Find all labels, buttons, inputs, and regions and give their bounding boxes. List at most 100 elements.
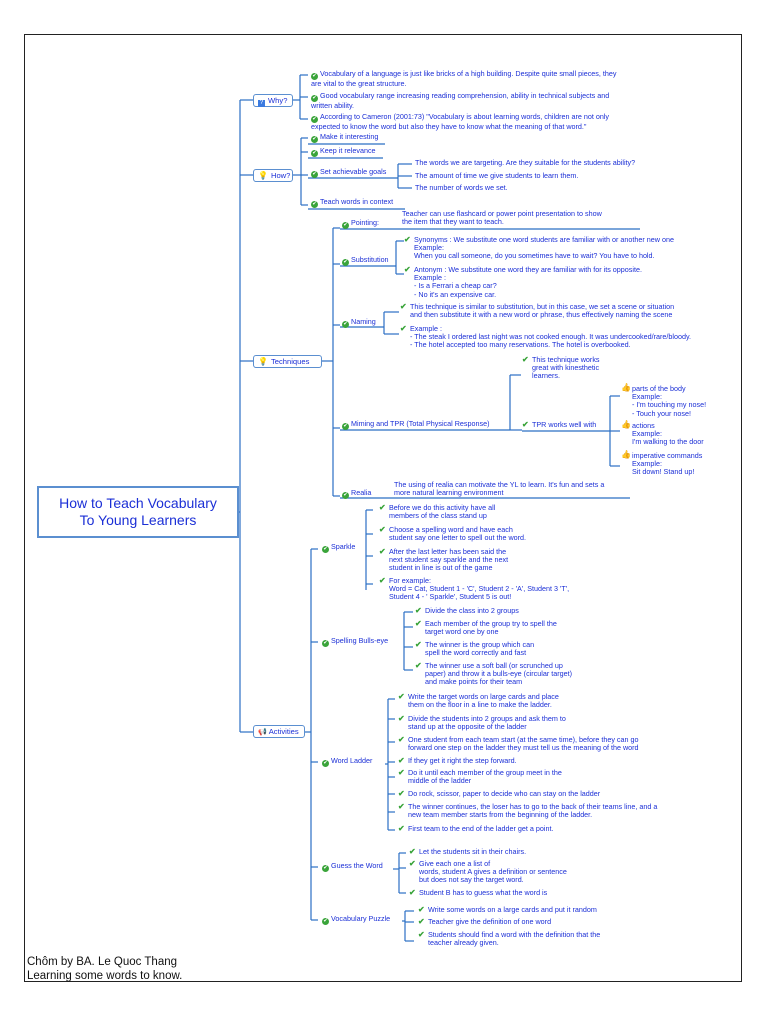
check-mark-icon: ✔ bbox=[415, 606, 422, 615]
check-mark-icon: ✔ bbox=[400, 302, 407, 311]
guess-item: ✔Student B has to guess what the word is bbox=[409, 888, 548, 897]
puzzle-item: ✔Students should find a word with the de… bbox=[418, 930, 601, 948]
goal-item: The number of words we set. bbox=[415, 183, 508, 192]
check-mark-icon: ✔ bbox=[418, 905, 425, 914]
how-item: ✔Make it interesting bbox=[311, 132, 379, 143]
check-circle-icon: ✔ bbox=[342, 321, 349, 328]
megaphone-icon: 📢 bbox=[258, 729, 267, 736]
branch-techniques-label: Techniques bbox=[270, 357, 310, 366]
check-mark-icon: ✔ bbox=[409, 859, 416, 868]
check-mark-icon: ✔ bbox=[398, 824, 405, 833]
check-mark-icon: ✔ bbox=[415, 661, 422, 670]
bullseye-item: ✔The winner is the group which can spell… bbox=[415, 640, 535, 658]
check-mark-icon: ✔ bbox=[404, 265, 411, 274]
sparkle-item: ✔Choose a spelling word and have each st… bbox=[379, 525, 527, 543]
check-mark-icon: ✔ bbox=[418, 917, 425, 926]
technique-substitution[interactable]: ✔Substitution bbox=[342, 255, 389, 266]
check-mark-icon: ✔ bbox=[409, 888, 416, 897]
page-frame bbox=[24, 34, 742, 982]
check-mark-icon: ✔ bbox=[522, 420, 529, 429]
check-circle-icon: ✔ bbox=[311, 201, 318, 208]
ladder-item: ✔First team to the end of the ladder get… bbox=[398, 824, 554, 833]
thumbs-up-icon: 👍 bbox=[621, 420, 631, 429]
check-mark-icon: ✔ bbox=[409, 847, 416, 856]
lightbulb-icon: 💡 bbox=[258, 357, 268, 366]
check-mark-icon: ✔ bbox=[398, 714, 405, 723]
goal-item: The words we are targeting. Are they sui… bbox=[415, 158, 636, 167]
check-mark-icon: ✔ bbox=[522, 355, 529, 364]
check-mark-icon: ✔ bbox=[379, 503, 386, 512]
activity-vocab-puzzle[interactable]: ✔Vocabulary Puzzle bbox=[322, 914, 391, 925]
why-item: ✔Vocabulary of a language is just like b… bbox=[311, 69, 617, 88]
branch-how-label: How? bbox=[270, 171, 291, 180]
sparkle-item: ✔Before we do this activity have all mem… bbox=[379, 503, 496, 521]
sparkle-item: ✔After the last letter has been said the… bbox=[379, 547, 509, 573]
check-circle-icon: ✔ bbox=[311, 95, 318, 102]
bullseye-item: ✔Each member of the group try to spell t… bbox=[415, 619, 557, 637]
check-circle-icon: ✔ bbox=[342, 423, 349, 430]
ladder-item: ✔Write the target words on large cards a… bbox=[398, 692, 559, 710]
check-circle-icon: ✔ bbox=[311, 73, 318, 80]
check-mark-icon: ✔ bbox=[398, 768, 405, 777]
ladder-item: ✔Do it until each member of the group me… bbox=[398, 768, 562, 786]
check-circle-icon: ✔ bbox=[342, 259, 349, 266]
check-mark-icon: ✔ bbox=[400, 324, 407, 333]
branch-why[interactable]: ?Why? bbox=[253, 94, 293, 107]
guess-item: ✔Give each one a list of words, student … bbox=[409, 859, 567, 885]
check-circle-icon: ✔ bbox=[322, 640, 329, 647]
realia-text: The using of realia can motivate the YL … bbox=[394, 480, 605, 498]
thumbs-up-icon: 👍 bbox=[621, 450, 631, 459]
check-mark-icon: ✔ bbox=[415, 619, 422, 628]
puzzle-item: ✔Teacher give the definition of one word bbox=[418, 917, 552, 926]
how-item: ✔Teach words in context bbox=[311, 197, 394, 208]
branch-activities[interactable]: 📢Activities bbox=[253, 725, 305, 738]
activity-sparkle[interactable]: ✔Sparkle bbox=[322, 542, 356, 553]
technique-miming[interactable]: ✔Miming and TPR (Total Physical Response… bbox=[342, 419, 490, 430]
branch-how[interactable]: 💡How? bbox=[253, 169, 293, 182]
check-circle-icon: ✔ bbox=[322, 865, 329, 872]
check-mark-icon: ✔ bbox=[418, 930, 425, 939]
branch-activities-label: Activities bbox=[268, 727, 299, 736]
tpr-label: ✔TPR works well with bbox=[522, 420, 597, 429]
check-mark-icon: ✔ bbox=[404, 235, 411, 244]
ladder-item: ✔If they get it right the step forward. bbox=[398, 756, 517, 765]
thumbs-up-icon: 👍 bbox=[621, 383, 631, 392]
ladder-item: ✔The winner continues, the loser has to … bbox=[398, 802, 658, 820]
sparkle-item: ✔For example: Word = Cat, Student 1 - 'C… bbox=[379, 576, 570, 602]
check-mark-icon: ✔ bbox=[379, 547, 386, 556]
why-item: ✔According to Cameron (2001:73) "Vocabul… bbox=[311, 112, 610, 131]
tpr-actions: 👍actions Example: I'm walking to the doo… bbox=[621, 420, 704, 447]
activity-word-ladder[interactable]: ✔Word Ladder bbox=[322, 756, 373, 767]
ladder-item: ✔Divide the students into 2 groups and a… bbox=[398, 714, 566, 732]
check-circle-icon: ✔ bbox=[322, 760, 329, 767]
activity-bullseye[interactable]: ✔Spelling Bulls-eye bbox=[322, 636, 389, 647]
bullseye-item: ✔The winner use a soft ball (or scrunche… bbox=[415, 661, 573, 687]
check-circle-icon: ✔ bbox=[311, 150, 318, 157]
branch-techniques[interactable]: 💡Techniques bbox=[253, 355, 322, 368]
puzzle-item: ✔Write some words on a large cards and p… bbox=[418, 905, 597, 914]
guess-item: ✔Let the students sit in their chairs. bbox=[409, 847, 527, 856]
ladder-item: ✔Do rock, scissor, paper to decide who c… bbox=[398, 789, 601, 798]
check-mark-icon: ✔ bbox=[398, 789, 405, 798]
technique-naming[interactable]: ✔Naming bbox=[342, 317, 376, 328]
technique-realia[interactable]: ✔Realia bbox=[342, 488, 372, 499]
root-topic[interactable]: How to Teach Vocabulary To Young Learner… bbox=[37, 486, 239, 538]
naming-text: ✔This technique is similar to substituti… bbox=[400, 302, 675, 320]
check-circle-icon: ✔ bbox=[342, 492, 349, 499]
activity-guess-word[interactable]: ✔Guess the Word bbox=[322, 861, 383, 872]
substitution-antonym: ✔Antonym : We substitute one word they a… bbox=[404, 265, 642, 299]
naming-example: ✔Example : - The steak I ordered last ni… bbox=[400, 324, 692, 350]
check-mark-icon: ✔ bbox=[398, 735, 405, 744]
how-item: ✔Keep it relevance bbox=[311, 146, 376, 157]
ladder-item: ✔One student from each team start (at th… bbox=[398, 735, 639, 753]
lightbulb-icon: 💡 bbox=[258, 171, 268, 180]
credit-text: Chôm by BA. Le Quoc Thang Learning some … bbox=[27, 956, 183, 982]
why-item: ✔Good vocabulary range increasing readin… bbox=[311, 91, 610, 110]
check-circle-icon: ✔ bbox=[322, 918, 329, 925]
branch-why-label: Why? bbox=[268, 96, 288, 105]
check-mark-icon: ✔ bbox=[398, 802, 405, 811]
technique-pointing[interactable]: ✔Pointing: bbox=[342, 218, 379, 229]
pointing-text: Teacher can use flashcard or power point… bbox=[402, 209, 602, 227]
check-mark-icon: ✔ bbox=[398, 692, 405, 701]
